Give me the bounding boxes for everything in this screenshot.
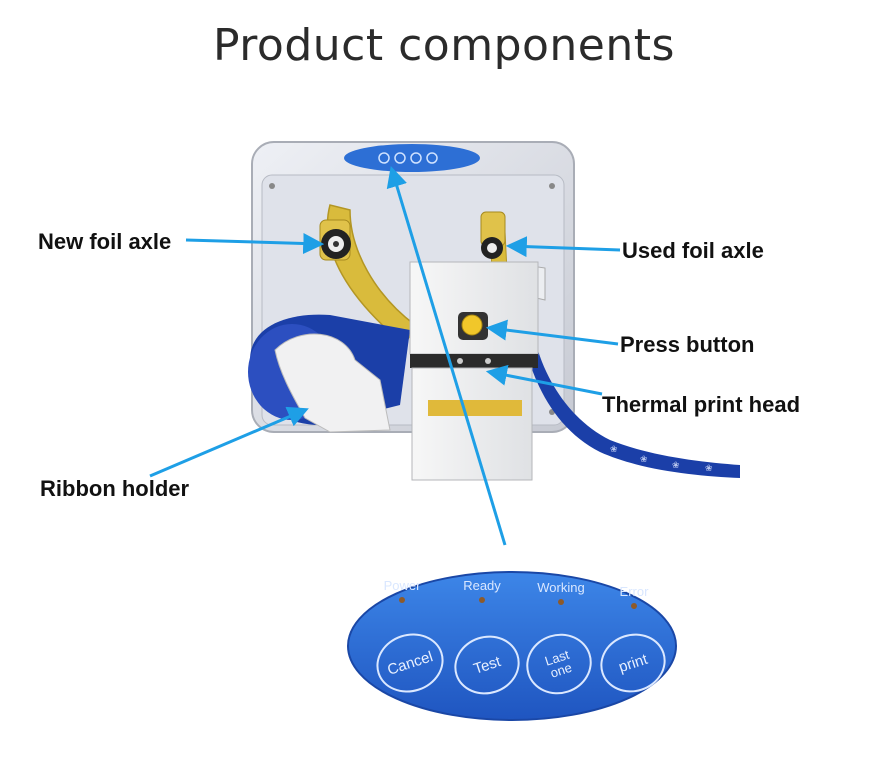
press-button-shape bbox=[458, 312, 488, 340]
label-press-button: Press button bbox=[620, 332, 755, 357]
last-one-button[interactable]: Last one bbox=[518, 625, 600, 703]
indicator-error: Error bbox=[604, 584, 664, 609]
indicator-power: Power bbox=[372, 578, 432, 603]
page-title: Product components bbox=[213, 20, 675, 71]
control-panel bbox=[347, 571, 677, 721]
label-ribbon-holder: Ribbon holder bbox=[40, 476, 190, 501]
indicator-row: Power Ready Working Error bbox=[360, 578, 670, 618]
svg-text:❀: ❀ bbox=[705, 463, 713, 473]
print-button[interactable]: print bbox=[592, 625, 674, 701]
svg-text:❀: ❀ bbox=[640, 454, 648, 464]
indicator-ready: Ready bbox=[452, 578, 512, 603]
ribbon-tail bbox=[525, 340, 740, 478]
label-used-foil-axle: Used foil axle bbox=[622, 238, 764, 263]
control-panel-content: Power Ready Working Error Cancel Test La… bbox=[360, 578, 674, 718]
indicator-working: Working bbox=[526, 580, 596, 605]
cancel-button[interactable]: Cancel bbox=[368, 624, 452, 702]
test-button[interactable]: Test bbox=[446, 627, 528, 703]
callout-arrows bbox=[149, 165, 621, 546]
label-thermal-print-head: Thermal print head bbox=[602, 392, 801, 417]
ribbon-spool bbox=[248, 314, 410, 433]
svg-text:❀: ❀ bbox=[610, 444, 618, 454]
svg-text:❀: ❀ bbox=[672, 460, 680, 470]
brand-logo-badge bbox=[344, 144, 480, 172]
label-new-foil-axle: New foil axle bbox=[38, 229, 172, 254]
new-foil-axle bbox=[319, 219, 351, 261]
